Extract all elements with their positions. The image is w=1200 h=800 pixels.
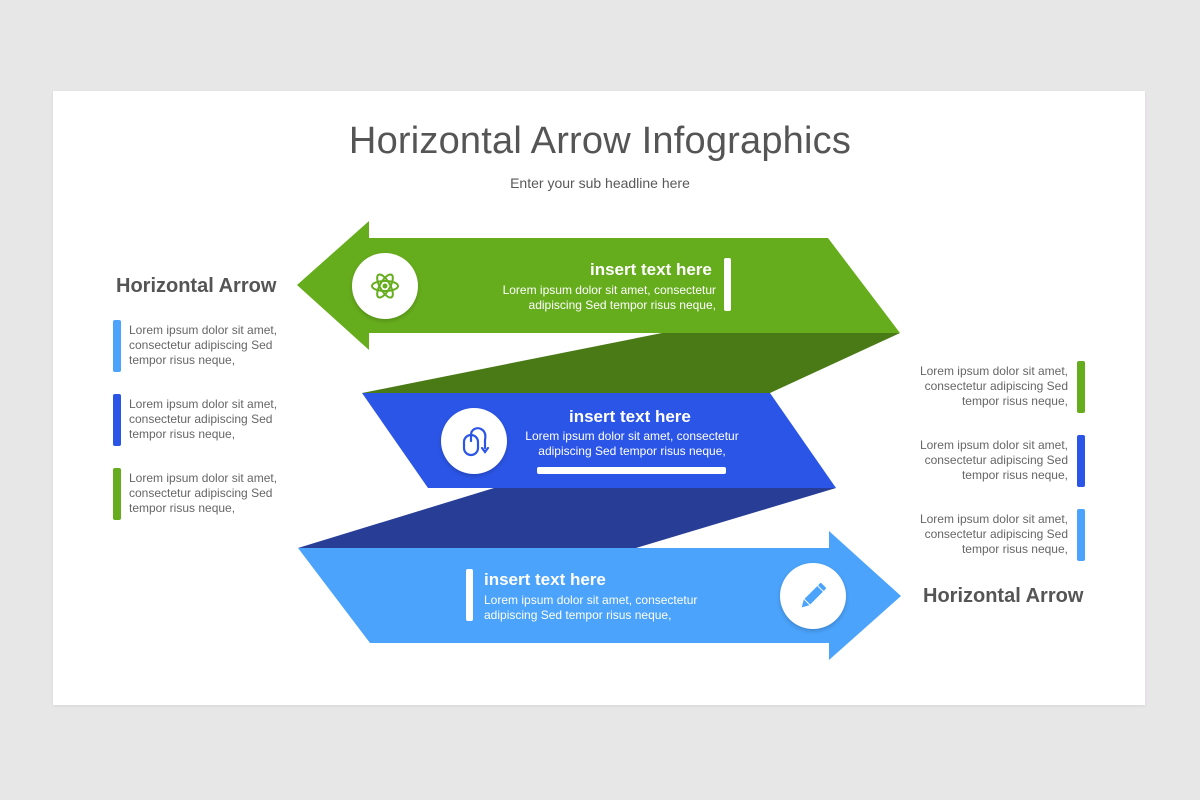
arrow-light-blue [298,531,901,660]
lightblue-icon-circle [780,563,846,629]
fold-green-to-blue [362,333,900,393]
right-bar-1 [1077,361,1085,413]
right-heading: Horizontal Arrow [923,585,1084,607]
mouse-icon [462,427,490,457]
left-bar-1 [113,320,121,372]
fold-blue-to-lightblue [298,488,836,548]
page-title: Horizontal Arrow Infographics [348,120,852,162]
right-note-1: Lorem ipsum dolor sit amet, consectetur … [919,364,1068,408]
blue-icon-circle [441,408,507,474]
atom-icon [371,273,399,299]
right-note-3: Lorem ipsum dolor sit amet, consectetur … [919,512,1068,556]
left-heading: Horizontal Arrow [116,275,277,297]
left-note-3: Lorem ipsum dolor sit amet, consectetur … [129,471,278,515]
right-note-2: Lorem ipsum dolor sit amet, consectetur … [919,438,1068,482]
left-note-2: Lorem ipsum dolor sit amet, consectetur … [129,397,278,441]
left-note-1: Lorem ipsum dolor sit amet, consectetur … [129,323,278,367]
left-bar-3 [113,468,121,520]
right-bar-2 [1077,435,1085,487]
lightblue-accent-bar [466,569,473,621]
green-accent-bar [724,258,731,311]
blue-arrow-text: Lorem ipsum dolor sit amet, consectetur … [525,429,739,458]
green-arrow-text: Lorem ipsum dolor sit amet, consectetur … [502,283,716,312]
left-bar-2 [113,394,121,446]
green-arrow-title: insert text here [590,260,712,279]
pencil-icon [801,582,827,608]
lightblue-arrow-title: insert text here [484,570,606,589]
blue-arrow-title: insert text here [569,407,691,426]
arrow-green [297,221,900,350]
green-icon-circle [352,253,418,319]
lightblue-arrow-text: Lorem ipsum dolor sit amet, consectetur … [484,593,698,622]
blue-accent-bar [537,467,726,474]
right-bar-3 [1077,509,1085,561]
page-subtitle: Enter your sub headline here [510,175,690,191]
